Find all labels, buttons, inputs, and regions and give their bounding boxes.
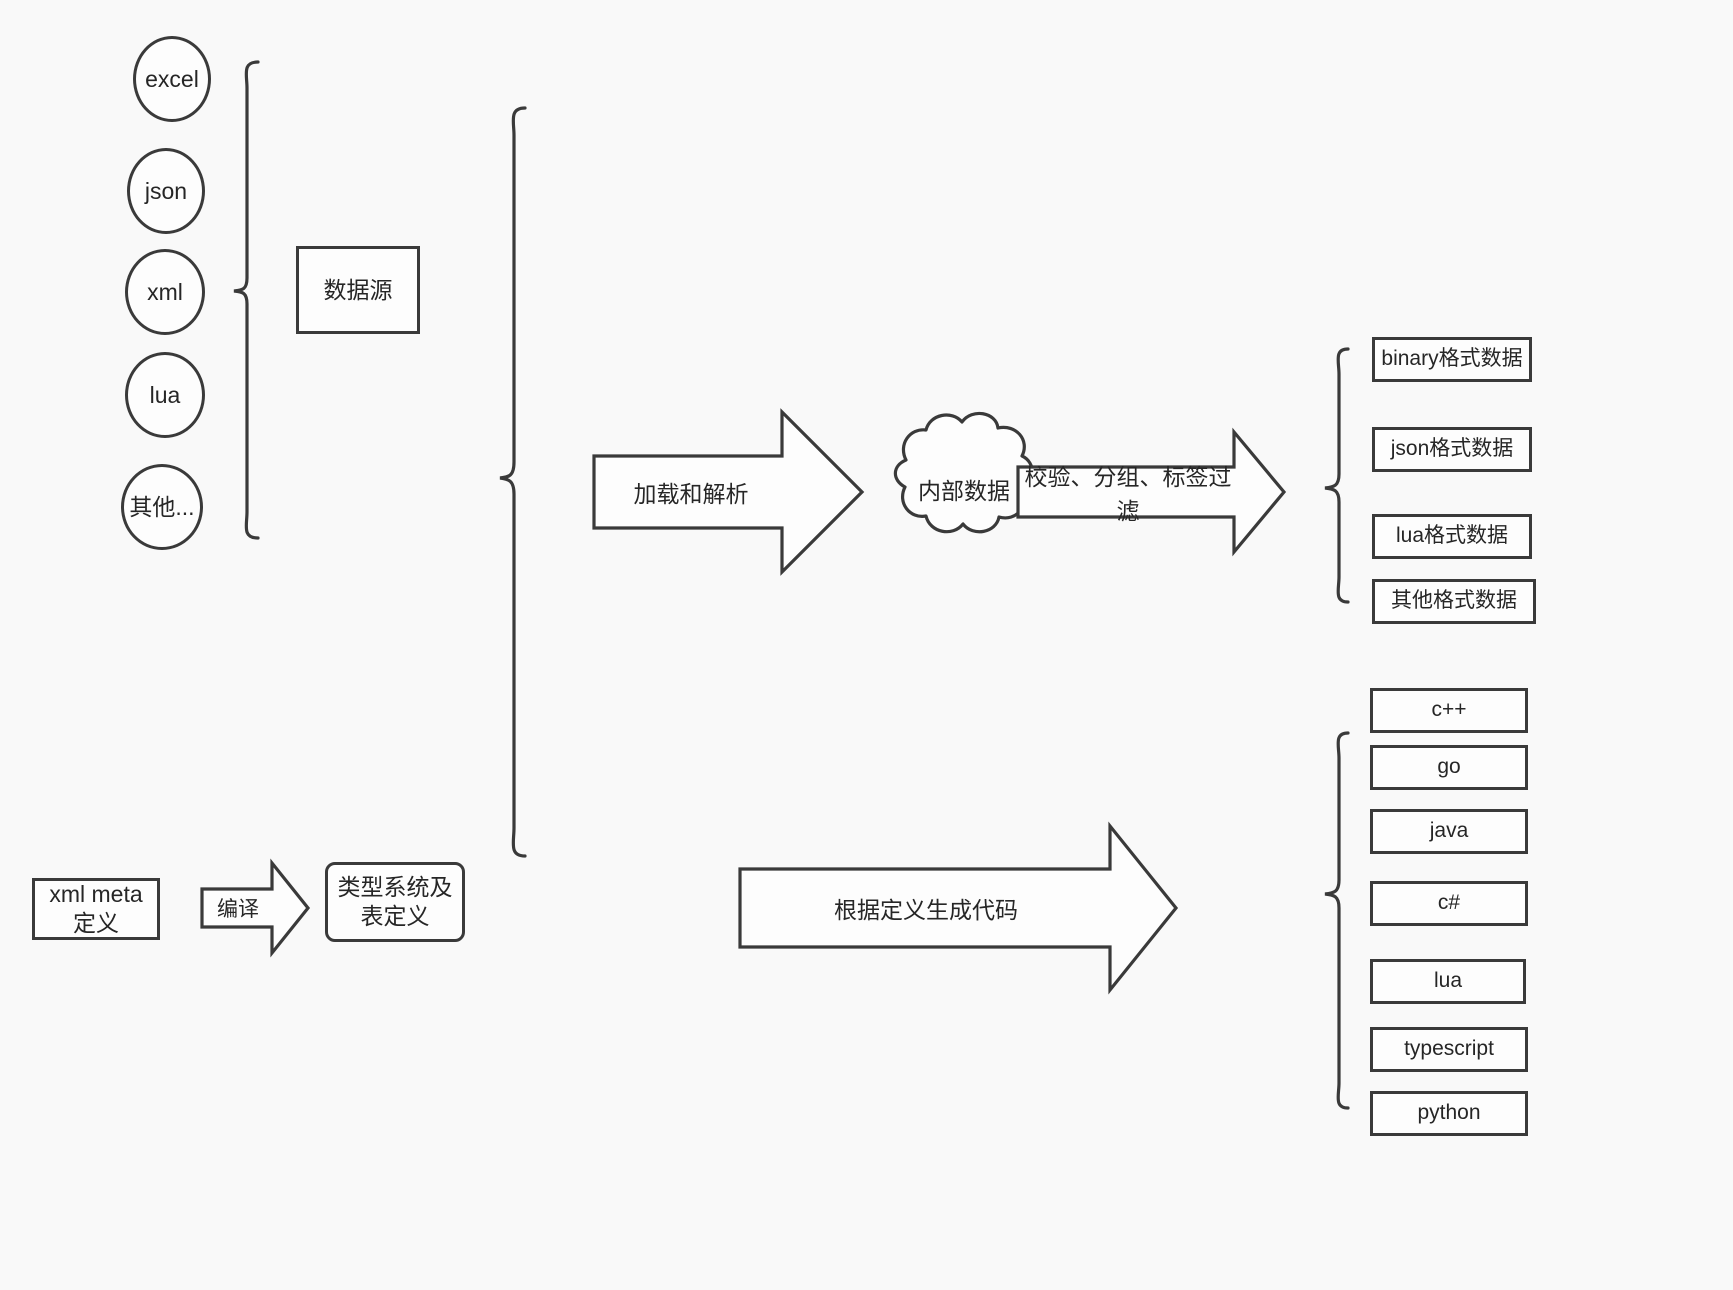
output-format-box-binary[interactable]: binary格式数据 [1372,337,1532,382]
output-language-box-csharp[interactable]: c# [1370,881,1528,926]
output-language-label: go [1437,755,1461,779]
output-language-label: typescript [1404,1037,1494,1061]
internal-data-text: 内部数据 [918,478,1010,504]
output-language-label: lua [1433,969,1463,993]
codegen-arrow-label: 根据定义生成代码 [742,869,1110,947]
output-language-label: java [1429,819,1469,843]
data-source-node-lua[interactable]: lua [125,352,205,438]
codegen-arrow-icon [738,821,1179,995]
load-parse-text: 加载和解析 [633,481,749,507]
internal-data-cloud-icon [893,411,1035,534]
data-source-label: excel [145,65,199,92]
xml-meta-definition-label: xml meta定义 [49,881,143,936]
codegen-text: 根据定义生成代码 [834,897,1018,923]
output-language-box-typescript[interactable]: typescript [1370,1027,1528,1072]
internal-data-cloud-label: 内部数据 [900,458,1028,520]
data-source-group-label: 数据源 [323,276,393,303]
data-source-label: lua [149,381,181,408]
pipeline-input-brace-icon [499,106,527,858]
output-language-box-python[interactable]: python [1370,1091,1528,1136]
output-language-label: c++ [1431,698,1467,722]
data-source-node-xml[interactable]: xml [125,249,205,335]
data-sources-brace-icon [233,60,260,540]
output-format-box-json[interactable]: json格式数据 [1372,427,1532,472]
data-source-node-excel[interactable]: excel [133,36,211,122]
validate-group-filter-text: 校验、分组、标签过滤 [1024,464,1232,524]
compile-arrow-label: 编译 [204,889,272,927]
output-format-label: lua格式数据 [1395,524,1509,548]
output-language-label: python [1417,1101,1481,1125]
output-language-box-lua[interactable]: lua [1370,959,1526,1004]
output-format-label: binary格式数据 [1381,347,1523,371]
data-source-label: xml [147,278,183,305]
load-parse-arrow-label: 加载和解析 [596,456,786,528]
data-source-node-other[interactable]: 其他... [121,464,203,550]
output-language-box-go[interactable]: go [1370,745,1528,790]
output-format-label: json格式数据 [1390,437,1514,461]
data-source-label: 其他... [129,493,195,520]
type-system-definition-label: 类型系统及表定义 [337,874,453,929]
output-language-label: c# [1437,891,1461,915]
compile-arrow-icon [200,858,311,958]
data-source-node-json[interactable]: json [127,148,205,234]
output-language-box-cpp[interactable]: c++ [1370,688,1528,733]
output-format-box-other[interactable]: 其他格式数据 [1372,579,1536,624]
xml-meta-definition-box[interactable]: xml meta定义 [32,878,160,940]
validate-group-filter-arrow-label: 校验、分组、标签过滤 [1020,464,1236,524]
validate-group-filter-arrow-icon [1016,427,1287,557]
data-source-label: json [144,177,188,204]
load-parse-arrow-icon [592,408,865,576]
data-source-group-box[interactable]: 数据源 [296,246,420,334]
output-format-label: 其他格式数据 [1391,589,1517,613]
data-formats-brace-icon [1324,347,1350,604]
compile-text: 编译 [217,898,259,921]
output-format-box-lua[interactable]: lua格式数据 [1372,514,1532,559]
output-language-box-java[interactable]: java [1370,809,1528,854]
type-system-definition-box[interactable]: 类型系统及表定义 [325,862,465,942]
languages-brace-icon [1324,731,1350,1110]
